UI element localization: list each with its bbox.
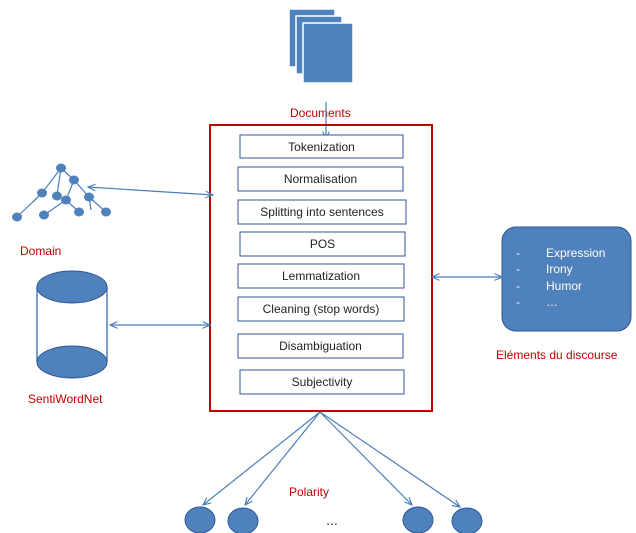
domain-tree-icon	[12, 163, 111, 222]
discourse-label: Eléments du discourse	[496, 348, 618, 362]
polarity-label: Polarity	[289, 485, 329, 499]
step-box-pos: POS	[239, 231, 406, 257]
domain-arrow	[88, 187, 213, 195]
step-label-subjectivity: Subjectivity	[292, 375, 353, 389]
polarity-node-3	[402, 506, 434, 533]
step-box-subjectivity: Subjectivity	[239, 369, 405, 395]
step-label-splitting: Splitting into sentences	[260, 205, 383, 219]
step-box-normalisation: Normalisation	[237, 166, 404, 192]
step-label-disambiguation: Disambiguation	[279, 339, 362, 353]
step-box-splitting: Splitting into sentences	[237, 199, 407, 225]
documents-label: Documents	[290, 106, 351, 120]
polarity-arrow-4	[319, 411, 460, 507]
sentiwordnet-label: SentiWordNet	[28, 392, 103, 406]
polarity-node-4	[451, 507, 483, 533]
discourse-bullet-1: -	[516, 246, 520, 260]
discourse-item-irony: Irony	[546, 262, 573, 276]
step-box-cleaning: Cleaning (stop words)	[237, 296, 405, 322]
domain-label: Domain	[20, 244, 61, 258]
discourse-bullet-3: -	[516, 279, 520, 293]
polarity-arrow-3	[319, 411, 412, 505]
step-label-cleaning: Cleaning (stop words)	[263, 302, 380, 316]
discourse-item-humor: Humor	[546, 279, 582, 293]
step-box-tokenization: Tokenization	[239, 134, 404, 159]
polarity-arrows	[203, 411, 460, 507]
polarity-arrow-1	[203, 411, 321, 505]
polarity-node-1	[184, 506, 216, 533]
processing-frame	[209, 124, 433, 412]
polarity-ellipsis: ...	[326, 512, 338, 528]
step-box-disambiguation: Disambiguation	[237, 333, 404, 359]
step-box-lemmatization: Lemmatization	[237, 263, 405, 289]
discourse-item-more: …	[546, 295, 558, 309]
discourse-bullet-4: -	[516, 295, 520, 309]
documents-icon	[288, 8, 354, 84]
database-icon	[36, 270, 108, 379]
step-label-normalisation: Normalisation	[284, 172, 357, 186]
discourse-bullet-2: -	[516, 262, 520, 276]
polarity-arrow-2	[245, 411, 321, 505]
step-label-pos: POS	[310, 237, 335, 251]
step-label-tokenization: Tokenization	[288, 140, 355, 154]
polarity-node-2	[227, 507, 259, 533]
step-label-lemmatization: Lemmatization	[282, 269, 360, 283]
discourse-item-expression: Expression	[546, 246, 605, 260]
